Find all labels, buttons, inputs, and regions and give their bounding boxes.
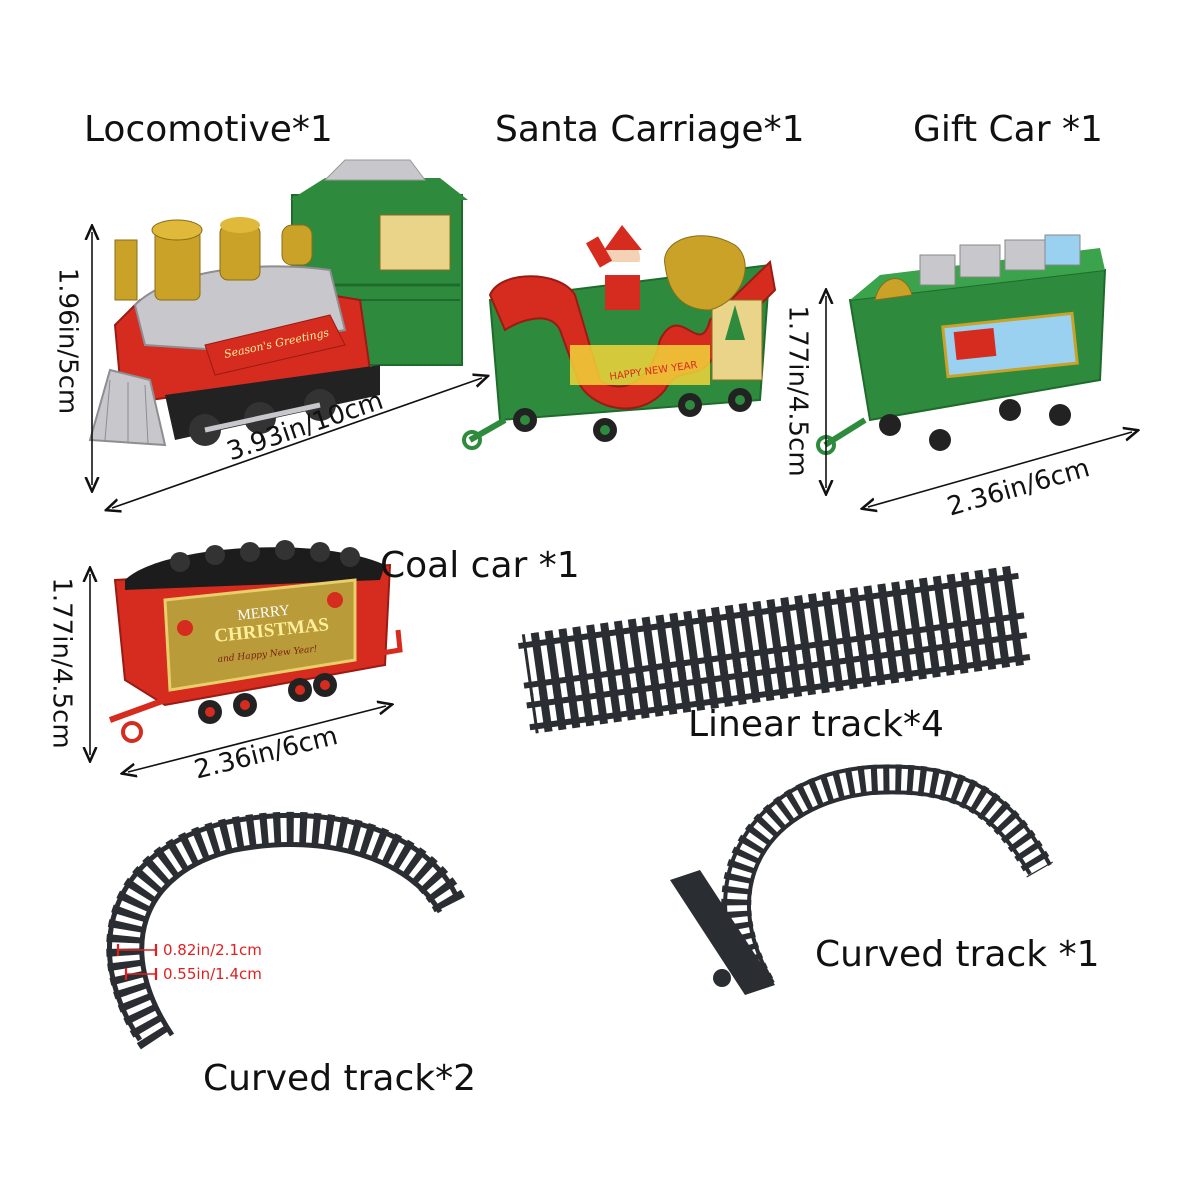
- curved-track-outer-width-text: 0.82in/2.1cm: [163, 941, 262, 959]
- curved-track-2-label: Curved track*2: [203, 1058, 477, 1099]
- locomotive-height-text: 1.96in/5cm: [52, 267, 83, 415]
- santa-carriage-image: HAPPY NEW YEAR: [462, 225, 777, 450]
- gift-car-length-arrow: [868, 432, 1132, 507]
- gift-car-height-text: 1.77in/4.5cm: [782, 305, 813, 477]
- coal-car-plate-line1: MERRY: [237, 603, 291, 624]
- gift-car-image: [816, 234, 1107, 455]
- locomotive-length-arrow: [112, 378, 482, 508]
- coal-car-image: MERRY CHRISTMAS and Happy New Year!: [108, 540, 403, 743]
- curved-track-inner-width-text: 0.55in/1.4cm: [163, 965, 262, 983]
- linear-track-image: [517, 565, 1031, 734]
- curved-track-1-image: [670, 764, 1054, 995]
- coal-car-height-text: 1.77in/4.5cm: [46, 577, 77, 749]
- coal-car-label: Coal car *1: [380, 545, 580, 586]
- locomotive-image: Season's Greetings: [88, 159, 468, 447]
- locomotive-label: Locomotive*1: [84, 109, 333, 150]
- linear-track-label: Linear track*4: [688, 704, 944, 745]
- curved-track-1-label: Curved track *1: [815, 934, 1100, 975]
- coal-car-length-arrow: [128, 706, 386, 772]
- santa-carriage-label: Santa Carriage*1: [495, 109, 805, 150]
- gift-car-label: Gift Car *1: [913, 109, 1103, 150]
- curved-track-2-image: [106, 811, 466, 1050]
- dimension-lines: [90, 232, 1132, 772]
